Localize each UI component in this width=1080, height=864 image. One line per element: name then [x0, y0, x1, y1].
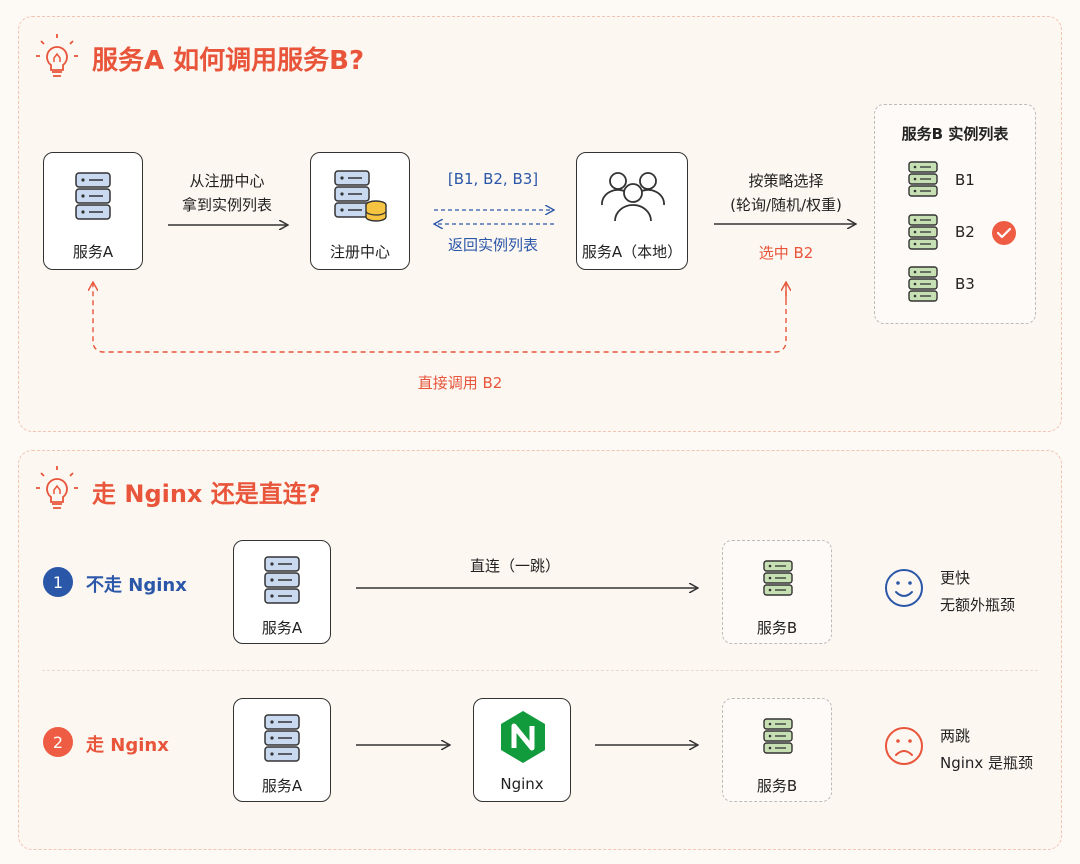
registry-node[interactable]: 注册中心 [310, 152, 410, 270]
option1-service-b[interactable]: 服务B [722, 540, 832, 644]
instances-list-label: [B1, B2, B3] [447, 170, 539, 188]
nginx-node[interactable]: Nginx [473, 698, 571, 802]
instance-list-title: 服务B 实例列表 [901, 125, 1009, 143]
server-icon [763, 560, 793, 596]
nginx-label: Nginx [500, 775, 544, 793]
users-group-icon [601, 172, 665, 222]
server-icon [763, 718, 793, 754]
option1-note2: 无额外瓶颈 [940, 596, 1016, 614]
lightbulb-icon [35, 33, 79, 77]
instance-b3[interactable]: B3 [955, 275, 975, 293]
option1-service-a-label: 服务A [261, 619, 303, 637]
option1-service-a[interactable]: 服务A [233, 540, 331, 644]
smile-icon [885, 569, 923, 607]
section2-title: 走 Nginx 还是直连? [92, 480, 321, 508]
server-icon [264, 556, 300, 604]
option2-note2: Nginx 是瓶颈 [940, 754, 1034, 772]
service-a-label: 服务A [72, 243, 114, 261]
direct-call-label: 直接调用 B2 [417, 374, 503, 392]
direct-call-path [0, 0, 1, 353]
option2-service-a[interactable]: 服务A [233, 698, 331, 802]
server-icon [908, 161, 938, 197]
checkmark-icon [992, 221, 1016, 245]
select-b2-label: 选中 B2 [758, 244, 814, 262]
instance-b1[interactable]: B1 [955, 171, 975, 189]
return-list-label: 返回实例列表 [447, 236, 538, 254]
option1-direct-arrow [0, 0, 1, 1]
option2-arrow-to-b [0, 0, 1, 1]
option2-note1: 两跳 [940, 727, 971, 745]
option1-label[interactable]: 不走 Nginx [86, 575, 187, 596]
service-a-node[interactable]: 服务A [43, 152, 143, 270]
option-divider [42, 670, 1038, 671]
strategy-line2: (轮询/随机/权重) [730, 196, 842, 214]
server-icon [908, 266, 938, 302]
server-icon [908, 214, 938, 250]
option1-number-badge: 1 [43, 567, 73, 597]
lightbulb-icon [35, 465, 79, 509]
arrow-local-to-list [0, 0, 1, 1]
option2-arrow-to-nginx [0, 0, 1, 1]
option1-service-b-label: 服务B [756, 619, 798, 637]
step1-label-line2: 拿到实例列表 [181, 196, 272, 214]
service-a-local-label: 服务A（本地） [581, 243, 683, 261]
option2-label[interactable]: 走 Nginx [86, 735, 169, 756]
frown-icon [885, 727, 923, 765]
database-server-icon [334, 170, 387, 222]
option1-note1: 更快 [940, 569, 971, 587]
server-icon [75, 172, 111, 220]
strategy-line1: 按策略选择 [748, 172, 824, 190]
nginx-logo-icon [501, 711, 545, 763]
option1-arrow-label: 直连（一跳） [469, 557, 560, 575]
arrow-a-to-registry [0, 0, 1, 1]
step1-label-line1: 从注册中心 [189, 172, 265, 190]
server-icon [264, 714, 300, 762]
option2-service-b-label: 服务B [756, 777, 798, 795]
option2-service-a-label: 服务A [261, 777, 303, 795]
instance-b2[interactable]: B2 [955, 223, 975, 241]
option2-number-badge: 2 [43, 727, 73, 757]
section1-title: 服务A 如何调用服务B? [92, 46, 365, 76]
dashed-arrows-registry-exchange [0, 0, 1, 1]
instance-list-panel: 服务B 实例列表 B1 B2 B3 [874, 104, 1036, 324]
service-a-local-node[interactable]: 服务A（本地） [576, 152, 688, 270]
option2-service-b[interactable]: 服务B [722, 698, 832, 802]
registry-label: 注册中心 [329, 243, 390, 261]
